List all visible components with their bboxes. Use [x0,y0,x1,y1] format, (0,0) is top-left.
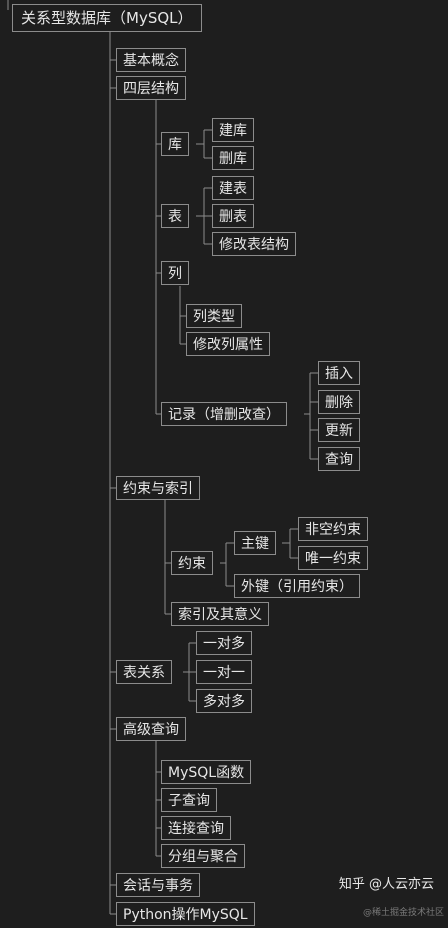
node-column-type[interactable]: 列类型 [186,304,242,328]
node-insert[interactable]: 插入 [318,361,360,385]
node-not-null[interactable]: 非空约束 [298,517,368,541]
node-index-meaning[interactable]: 索引及其意义 [171,602,269,626]
node-join-query[interactable]: 连接查询 [161,816,231,840]
node-column[interactable]: 列 [161,261,189,285]
node-advanced-query[interactable]: 高级查询 [116,717,186,741]
node-mysql-functions[interactable]: MySQL函数 [161,760,252,784]
node-update[interactable]: 更新 [318,418,360,442]
node-record-crud[interactable]: 记录（增删改查） [161,402,287,426]
node-four-layers[interactable]: 四层结构 [116,76,186,100]
node-delete-library[interactable]: 删库 [212,146,254,170]
node-library[interactable]: 库 [161,132,189,156]
watermark-juejin: @稀土掘金技术社区 [362,908,444,918]
node-basic-concepts[interactable]: 基本概念 [116,48,186,72]
node-delete-table[interactable]: 删表 [212,204,254,228]
node-foreign-key[interactable]: 外键（引用约束） [234,574,360,598]
node-alter-table[interactable]: 修改表结构 [212,232,296,256]
node-table[interactable]: 表 [161,204,189,228]
node-create-library[interactable]: 建库 [212,118,254,142]
root-node[interactable]: 关系型数据库（MySQL） [12,4,202,32]
node-create-table[interactable]: 建表 [212,176,254,200]
node-primary-key[interactable]: 主键 [234,531,276,555]
node-python-mysql[interactable]: Python操作MySQL [116,902,255,926]
node-unique[interactable]: 唯一约束 [298,546,368,570]
node-one-to-many[interactable]: 一对多 [196,631,252,655]
node-alter-column-attr[interactable]: 修改列属性 [186,332,270,356]
node-session-transaction[interactable]: 会话与事务 [116,873,200,897]
node-group-aggregate[interactable]: 分组与聚合 [161,844,245,868]
node-subquery[interactable]: 子查询 [161,788,217,812]
node-constraint[interactable]: 约束 [171,551,213,575]
node-query[interactable]: 查询 [318,447,360,471]
watermark-zhihu: 知乎 @人云亦云 [338,877,434,892]
node-constraints-indexes[interactable]: 约束与索引 [116,476,200,500]
node-delete[interactable]: 删除 [318,390,360,414]
node-many-to-many[interactable]: 多对多 [196,689,252,713]
node-table-relations[interactable]: 表关系 [116,660,172,684]
node-one-to-one[interactable]: 一对一 [196,660,252,684]
